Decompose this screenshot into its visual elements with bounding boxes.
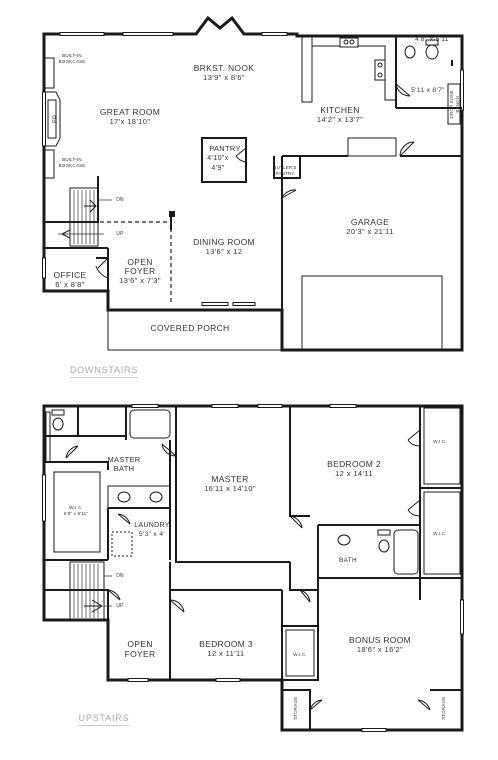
cooktop-icon [374, 59, 386, 81]
downstairs-staircase [58, 187, 112, 247]
drop-zone-bench [447, 83, 461, 125]
porch-outline [107, 310, 282, 351]
bath-tub-icon [393, 529, 419, 575]
sink-right-icon [149, 491, 163, 503]
shower-icon [45, 411, 51, 463]
upstairs-doors [65, 429, 431, 711]
kitchen-sink-icon [339, 37, 359, 48]
fireplace-icon [44, 91, 61, 147]
toilet-icon [425, 44, 439, 60]
master-vanity [107, 485, 171, 509]
downstairs-plan [42, 15, 464, 352]
kitchen-counter [301, 36, 397, 157]
upstairs-staircase [69, 561, 112, 621]
master-wic-closet [53, 471, 101, 553]
sink-left-icon [117, 491, 131, 503]
bath-sink-icon [337, 534, 351, 546]
downstairs-exterior-wall [42, 15, 464, 352]
bed3-wic-closet [285, 629, 315, 677]
downstairs-windows [42, 32, 464, 306]
washer-icon [111, 531, 133, 557]
column-post [169, 211, 175, 217]
powder-sink-icon [404, 45, 416, 59]
downstairs-doors [95, 83, 415, 279]
bath-toilet-icon [378, 539, 390, 553]
bookcase-top [43, 57, 55, 89]
bookcase-bottom [43, 149, 55, 179]
upstairs-windows [42, 404, 464, 732]
dining-foyer-dashed-line [44, 221, 172, 305]
upstairs-plan [42, 404, 464, 732]
master-tub-icon [129, 409, 171, 439]
garage-door [301, 275, 443, 350]
master-toilet-icon [52, 417, 64, 431]
